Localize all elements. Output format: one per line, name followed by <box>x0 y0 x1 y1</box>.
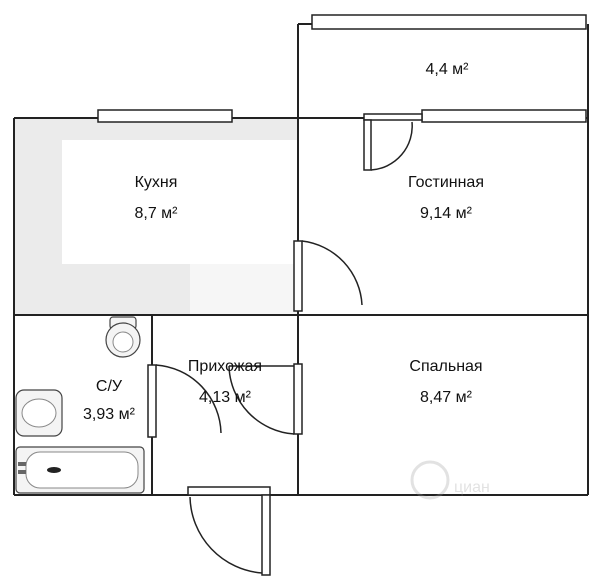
living-window <box>421 109 587 123</box>
kitchen-floor <box>15 118 298 314</box>
bathroom-area: 3,93 м² <box>83 406 136 423</box>
watermark-logo-icon <box>410 460 450 500</box>
toilet-icon <box>105 316 141 358</box>
hallway-area: 4,13 м² <box>199 389 252 406</box>
kitchen-name: Кухня <box>135 174 178 191</box>
sink-icon <box>15 389 63 437</box>
bedroom-name: Спальная <box>409 358 482 375</box>
doors <box>147 113 423 576</box>
watermark: циан <box>410 460 490 500</box>
hallway-name: Прихожая <box>188 358 262 375</box>
bathroom-fixtures <box>15 316 145 494</box>
windows <box>97 14 587 123</box>
watermark-text: циан <box>454 479 490 496</box>
bathroom-name: С/У <box>96 378 123 395</box>
balcony-area: 4,4 м² <box>425 61 469 78</box>
balcony-window <box>311 14 587 30</box>
bedroom-area: 8,47 м² <box>420 389 473 406</box>
kitchen-area: 8,7 м² <box>134 205 178 222</box>
room-labels: 4,4 м² Кухня 8,7 м² Гостинная 9,14 м² С/… <box>83 61 484 423</box>
kitchen-window <box>97 109 233 123</box>
bathtub-icon <box>15 446 145 494</box>
living-area: 9,14 м² <box>420 205 473 222</box>
living-name: Гостинная <box>408 174 484 191</box>
